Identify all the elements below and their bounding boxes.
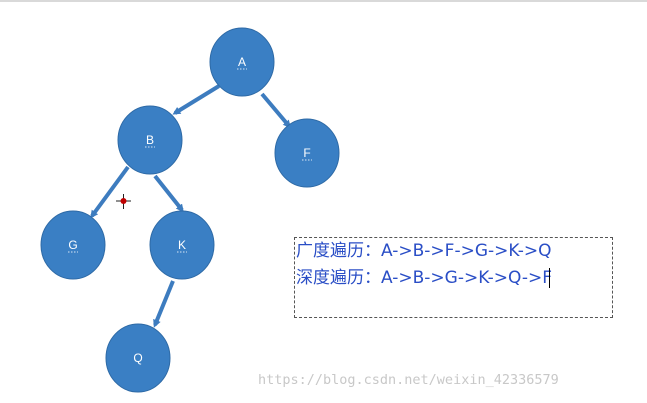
- node-a-label: A: [238, 55, 246, 69]
- watermark: https://blog.csdn.net/weixin_42336579: [258, 372, 559, 388]
- node-a: A: [209, 27, 275, 97]
- bfs-line: 广度遍历：A->B->F->G->K->Q: [296, 241, 552, 261]
- node-q-label: Q: [133, 351, 142, 365]
- edge-b-g: [90, 165, 130, 219]
- top-border: [0, 0, 647, 2]
- node-b: B: [117, 105, 183, 175]
- crosshair-cursor-icon: [116, 194, 131, 209]
- node-f: F: [274, 118, 340, 188]
- traversal-textbox[interactable]: 广度遍历：A->B->F->G->K->Q 深度遍历：A->B->G->K->Q…: [294, 237, 613, 318]
- text-caret: [548, 268, 550, 288]
- node-g: G: [40, 210, 106, 280]
- edge-a-b: [172, 84, 221, 115]
- node-q: Q: [105, 323, 171, 393]
- node-k: K: [149, 210, 215, 280]
- node-g-label: G: [68, 238, 77, 252]
- edge-b-k: [153, 174, 184, 213]
- dfs-line: 深度遍历：A->B->G->K->Q->F: [296, 268, 552, 288]
- node-f-label: F: [303, 146, 310, 160]
- dfs-line-wrap: 深度遍历：A->B->G->K->Q->F: [296, 265, 612, 292]
- edge-k-q: [153, 280, 175, 328]
- node-b-label: B: [146, 133, 154, 147]
- edge-a-f: [260, 92, 291, 129]
- node-k-label: K: [178, 238, 186, 252]
